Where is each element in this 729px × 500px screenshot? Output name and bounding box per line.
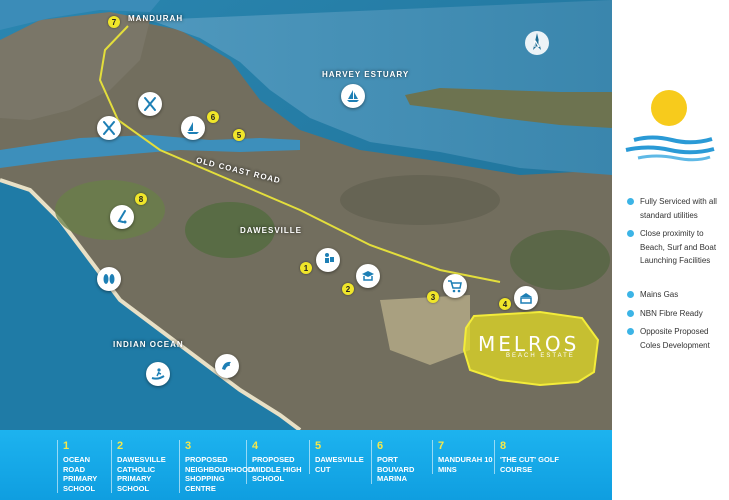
legend-number: 7: [438, 440, 445, 452]
legend-label: 'The Cut' Golf Course: [500, 455, 559, 474]
legend-number: 2: [117, 440, 124, 452]
compass-north-icon: N: [525, 31, 549, 55]
bullet-icon: [627, 291, 634, 298]
legend-number: 4: [252, 440, 259, 452]
compass-letter: N: [533, 39, 541, 49]
legend-item: 1 Ocean Road Primary School: [57, 440, 111, 493]
marker-1[interactable]: 1: [300, 262, 312, 274]
school-building-icon[interactable]: [514, 286, 538, 310]
marker-4[interactable]: 4: [499, 298, 511, 310]
legend-label: Mandurah 10 mins: [438, 455, 493, 474]
legend-item: 7 Mandurah 10 mins: [432, 440, 493, 474]
legend-label: Ocean Road Primary School: [63, 455, 98, 493]
sun-and-waves-icon: [625, 90, 715, 162]
bullet-icon: [627, 310, 634, 317]
legend-label: Proposed Middle High School: [252, 455, 302, 483]
sailboat-icon[interactable]: [341, 84, 365, 108]
feature-text: NBN Fibre Ready: [640, 309, 703, 318]
bullet-icon: [627, 230, 634, 237]
legend-label: Dawesville Cut: [315, 455, 364, 474]
features-panel: Fully Serviced with all standard utiliti…: [612, 0, 729, 500]
map-label-dawesville: DAWESVILLE: [240, 226, 303, 235]
legend-number: 1: [63, 440, 70, 452]
bullet-icon: [627, 198, 634, 205]
school-icon[interactable]: [316, 248, 340, 272]
legend-item: 4 Proposed Middle High School: [246, 440, 308, 484]
feature-text: Mains Gas: [640, 290, 679, 299]
map-label-indian-ocean: INDIAN OCEAN: [113, 340, 184, 349]
legend-number: 5: [315, 440, 322, 452]
legend-label: Dawesville Catholic Primary School: [117, 455, 166, 493]
shopping-cart-icon[interactable]: [443, 274, 467, 298]
bullet-icon: [627, 328, 634, 335]
legend-number: 8: [500, 440, 507, 452]
school-icon[interactable]: [356, 264, 380, 288]
restaurant-icon[interactable]: [97, 116, 121, 140]
map-label-harvey-estuary: HARVEY ESTUARY: [322, 70, 410, 79]
marker-3[interactable]: 3: [427, 291, 439, 303]
feature-item: Fully Serviced with all standard utiliti…: [627, 195, 727, 222]
golf-icon[interactable]: [110, 205, 134, 229]
feature-item: Close proximity to Beach, Surf and Boat …: [627, 227, 727, 268]
aerial-map: MANDURAH HARVEY ESTUARY OLD COAST ROAD D…: [0, 0, 612, 430]
map-label-mandurah: MANDURAH: [128, 14, 184, 23]
aerial-map-image: [0, 0, 612, 430]
marker-5[interactable]: 5: [233, 129, 245, 141]
legend-item: 3 Proposed Neighbourhood Shopping Centre: [179, 440, 254, 493]
beach-thongs-icon[interactable]: [97, 267, 121, 291]
legend-number: 3: [185, 440, 192, 452]
restaurant-icon[interactable]: [138, 92, 162, 116]
legend-item: 5 Dawesville Cut: [309, 440, 369, 474]
feature-item: Opposite Proposed Coles Development: [627, 325, 727, 352]
feature-text: Fully Serviced with all standard utiliti…: [640, 197, 717, 220]
marina-sailboat-icon[interactable]: [181, 116, 205, 140]
marker-7[interactable]: 7: [108, 16, 120, 28]
legend-label: Port Bouvard Marina: [377, 455, 415, 483]
legend-item: 2 Dawesville Catholic Primary School: [111, 440, 173, 493]
legend-number: 6: [377, 440, 384, 452]
feature-item: Mains Gas: [627, 288, 727, 302]
dolphin-icon[interactable]: [215, 354, 239, 378]
legend-item: 8 'The Cut' Golf Course: [494, 440, 560, 474]
feature-text: Close proximity to Beach, Surf and Boat …: [640, 229, 717, 265]
estate-brand-name: MELROS: [478, 332, 580, 356]
surfing-icon[interactable]: [146, 362, 170, 386]
legend-item: 6 Port Bouvard Marina: [371, 440, 431, 484]
estate-brand-tagline: BEACH ESTATE: [506, 353, 575, 359]
marker-2[interactable]: 2: [342, 283, 354, 295]
legend-bar: 1 Ocean Road Primary School 2 Dawesville…: [0, 430, 612, 500]
feature-text: Opposite Proposed Coles Development: [640, 327, 710, 350]
legend-label: Proposed Neighbourhood Shopping Centre: [185, 455, 254, 493]
feature-item: NBN Fibre Ready: [627, 307, 727, 321]
marker-8[interactable]: 8: [135, 193, 147, 205]
marker-6[interactable]: 6: [207, 111, 219, 123]
